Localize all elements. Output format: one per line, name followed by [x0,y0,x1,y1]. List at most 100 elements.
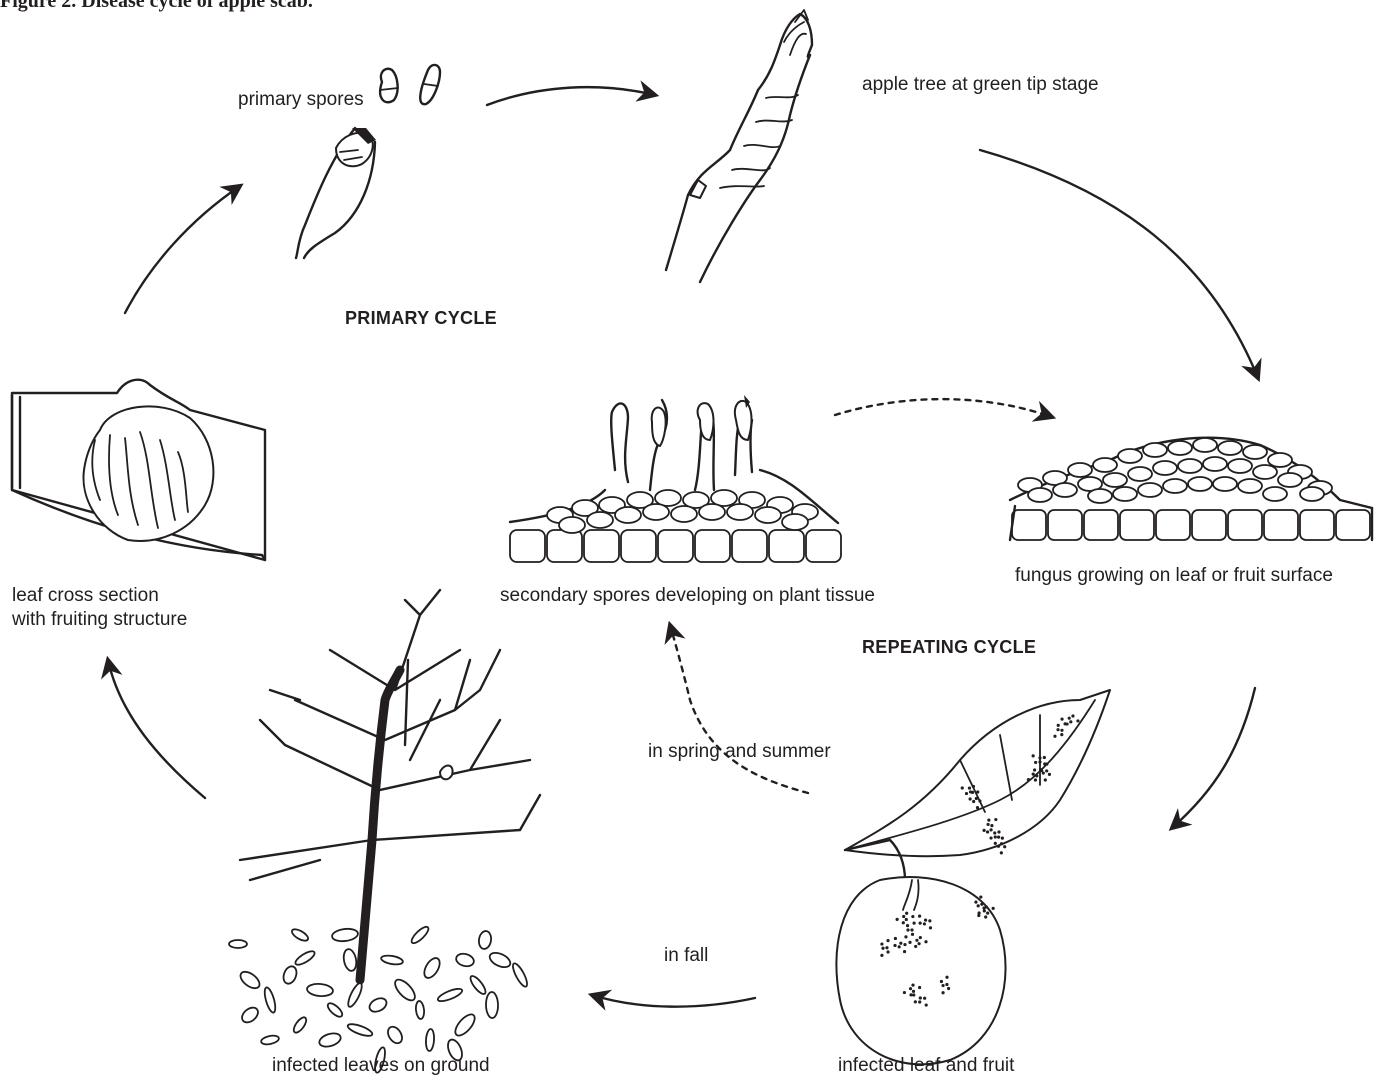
scab-dot [1000,842,1003,845]
scab-dot [1001,837,1004,840]
scab-dot [986,912,989,915]
scab-dot [1060,733,1063,736]
scab-dot [928,919,931,922]
fallen-leaf [291,1015,308,1034]
arrow-spring-summer-dashed [670,625,808,793]
scab-dot [977,904,980,907]
scab-dot [905,912,908,915]
arrow-crosssection-to-spores [125,186,240,313]
scab-dot [914,945,917,948]
scab-dot [881,947,884,950]
scab-dot [906,924,909,927]
scab-dot [1068,717,1071,720]
tissue-cell [1192,510,1226,540]
scab-dot [923,997,926,1000]
fungal-cell [1253,465,1277,479]
scab-dot [1076,719,1079,722]
fungal-cell [1188,477,1212,491]
tissue-cell [1120,510,1154,540]
fallen-leaf [239,1005,261,1026]
fallen-leaf [487,950,512,970]
tissue-cell [1156,510,1190,540]
fallen-leaf [478,930,493,950]
fallen-leaf [281,964,299,985]
fungal-cell [1163,479,1187,493]
scab-dot [918,915,921,918]
scab-dot [912,990,915,993]
scab-dot [885,946,888,949]
fallen-leaf [455,952,475,968]
scab-dot [1032,754,1035,757]
fallen-leaf [392,976,419,1003]
scab-dot [984,915,987,918]
scab-dot [886,950,889,953]
fungal-cell [782,514,808,530]
bare-tree-illustration [229,590,540,1074]
scab-dot [1040,769,1043,772]
scab-dot [1034,778,1037,781]
tissue-cell [510,530,545,562]
scab-dot [925,1003,928,1006]
scab-dot [886,939,889,942]
label-spring-summer: in spring and summer [648,740,831,764]
scab-dot [940,980,943,983]
fallen-leaf [260,1034,279,1046]
scab-dot [1065,722,1068,725]
arrow-secondary-to-fungus-dashed [835,399,1052,417]
scab-dot [923,922,926,925]
green-tip-shoot-illustration [666,10,812,282]
tissue-cell [1264,510,1298,540]
scab-dot [976,790,979,793]
scab-dot [919,936,922,939]
fallen-leaf [342,948,358,972]
fungal-cell [1113,487,1137,501]
scab-dot [899,942,902,945]
fungal-cell [1103,473,1127,487]
tissue-cell [806,530,841,562]
fungal-cell [1053,483,1077,497]
scab-dot [968,786,971,789]
scab-dot [945,983,948,986]
scab-dot [903,943,906,946]
scab-dot [894,937,897,940]
fungus-surface-illustration [1010,438,1372,540]
scab-dot [1060,729,1063,732]
fallen-leaf [290,927,310,943]
scab-dot [980,903,983,906]
scab-dot [975,797,978,800]
scab-dot [974,900,977,903]
scab-dot [979,895,982,898]
fungal-cell [1093,458,1117,472]
scab-dot [1053,735,1056,738]
fungal-cell [727,504,753,520]
scab-dot [985,905,988,908]
tissue-cell [658,530,693,562]
tissue-cell [621,530,656,562]
scab-dot [880,954,883,957]
fallen-leaf [409,924,430,945]
arrow-fungus-to-infected [1172,688,1255,828]
scab-dot [929,926,932,929]
scab-dot [972,800,975,803]
scab-dot [909,993,912,996]
scab-dot [910,928,913,931]
label-primary-cycle: PRIMARY CYCLE [345,308,497,329]
scab-dot [902,921,905,924]
scab-dot [961,786,964,789]
fungal-cell [1203,457,1227,471]
scab-dot [1027,778,1030,781]
scab-dot [914,1000,917,1003]
scab-dot [903,950,906,953]
fallen-leaf [486,992,498,1018]
fungal-cell [1143,443,1167,457]
scab-dot [941,991,944,994]
scab-dot [924,918,927,921]
fungal-cell [1238,479,1262,493]
scab-dot [1069,720,1072,723]
fallen-leaf [385,1024,405,1046]
scab-dot [992,907,995,910]
scab-dot [993,831,996,834]
scab-dot [911,984,914,987]
fungal-cell [1028,488,1052,502]
scab-dot [917,942,920,945]
